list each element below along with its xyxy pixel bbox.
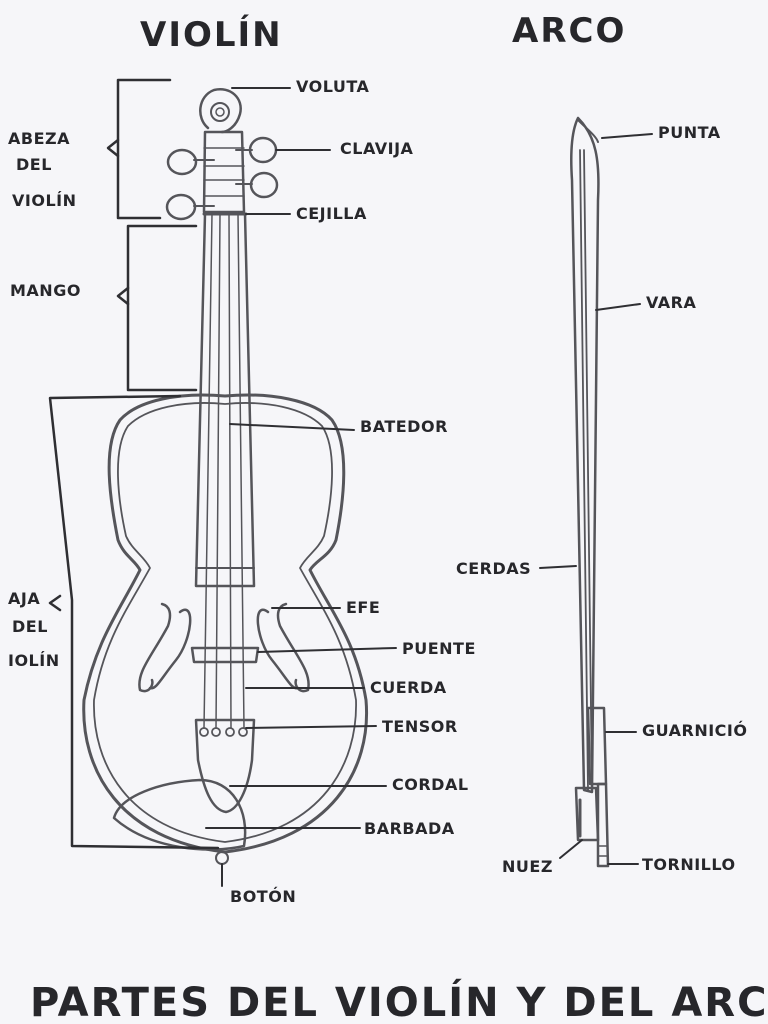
bow-stick	[570, 116, 600, 794]
bow-heading: ARCO	[512, 11, 626, 51]
label-guarnicion: GUARNICIÓ	[642, 721, 747, 740]
group-brackets	[48, 78, 220, 850]
group-label-head-1: ABEZA	[8, 129, 70, 148]
violin-pegs	[165, 136, 279, 221]
violin-drawing	[82, 87, 369, 865]
violin-pegbox	[202, 130, 246, 214]
label-efe: EFE	[346, 598, 380, 617]
head-bracket	[116, 78, 172, 220]
label-nuez: NUEZ	[502, 857, 553, 876]
violin-body	[82, 393, 369, 854]
label-cejilla: CEJILLA	[296, 204, 367, 223]
violin-strings	[203, 213, 245, 729]
bow-drawing	[570, 116, 610, 868]
footer-title: PARTES DEL VIOLÍN Y DEL ARCO	[30, 978, 768, 1024]
violin-scroll	[199, 87, 242, 134]
bow-screw	[596, 782, 610, 868]
violin-end-button	[215, 851, 229, 865]
violin-bridge	[190, 646, 260, 664]
group-label-neck: MANGO	[10, 281, 81, 300]
violin-fingerboard	[194, 212, 256, 588]
label-puente: PUENTE	[402, 639, 476, 658]
label-cuerda: CUERDA	[370, 678, 447, 697]
violin-tailpiece	[194, 718, 256, 814]
body-bracket	[48, 394, 220, 850]
bow-hair	[579, 149, 589, 791]
label-boton: BOTÓN	[230, 887, 296, 906]
label-vara: VARA	[646, 293, 697, 312]
violin-f-hole-left	[148, 608, 192, 690]
group-label-body-2: DEL	[12, 617, 48, 636]
group-label-head-3: VIOLÍN	[12, 191, 76, 210]
label-punta: PUNTA	[658, 123, 721, 142]
label-batedor: BATEDOR	[360, 417, 448, 436]
violin-leader-lines	[205, 87, 397, 887]
label-voluta: VOLUTA	[296, 77, 369, 96]
label-tornillo: TORNILLO	[642, 855, 736, 874]
label-barbada: BARBADA	[364, 819, 455, 838]
bow-leader-lines	[539, 133, 653, 865]
label-cerdas: CERDAS	[456, 559, 531, 578]
violin-chinrest	[112, 778, 247, 851]
group-label-body-3: IOLÍN	[8, 651, 60, 670]
label-cordal: CORDAL	[392, 775, 469, 794]
violin-heading: VIOLÍN	[140, 14, 283, 55]
label-tensor: TENSOR	[382, 717, 458, 736]
violin-f-hole-right	[256, 608, 300, 690]
label-clavija: CLAVIJA	[340, 139, 414, 158]
violin-fine-tuners	[199, 727, 248, 737]
neck-bracket	[126, 224, 198, 392]
group-label-body-1: AJA	[8, 589, 40, 608]
group-label-head-2: DEL	[16, 155, 52, 174]
